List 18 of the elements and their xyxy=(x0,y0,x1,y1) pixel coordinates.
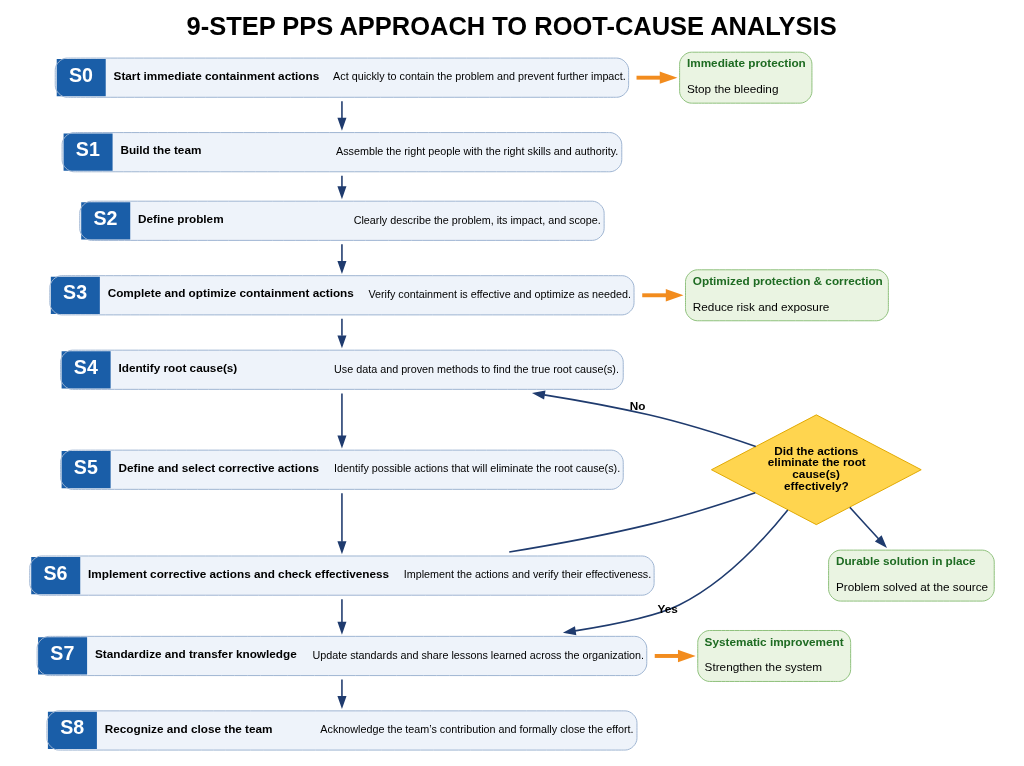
arrow xyxy=(337,318,347,349)
arrow xyxy=(654,649,696,663)
arrow xyxy=(337,598,347,635)
arrow xyxy=(337,392,347,449)
connector xyxy=(508,492,757,553)
arrow xyxy=(642,289,684,302)
arrow xyxy=(337,100,347,131)
arrow xyxy=(532,390,757,448)
arrow xyxy=(337,243,347,274)
arrow xyxy=(337,492,347,555)
node-diamond: Did the actions eliminate the root cause(s) effectively? xyxy=(710,414,922,526)
edge-label: No xyxy=(629,399,646,412)
arrow xyxy=(337,678,347,710)
arrow xyxy=(849,506,887,548)
arrow xyxy=(562,509,789,636)
arrow xyxy=(636,71,678,84)
arrow xyxy=(337,174,347,200)
diagram-title: 9-STEP PPS APPROACH TO ROOT-CAUSE ANALYSIS xyxy=(186,12,837,41)
